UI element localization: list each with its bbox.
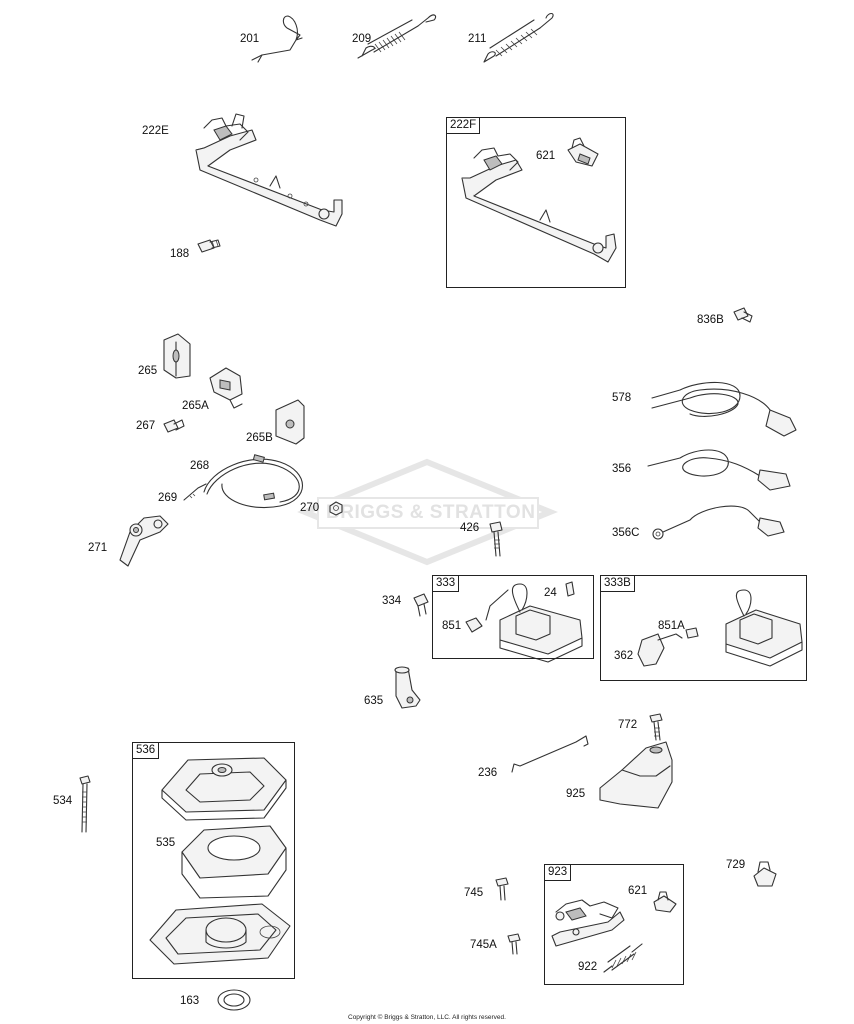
part-188-drawing xyxy=(197,239,221,253)
callout-426: 426 xyxy=(460,522,480,534)
box-536-label: 536 xyxy=(133,743,160,759)
box-536 xyxy=(132,742,295,979)
copyright-notice: Copyright © Briggs & Stratton, LLC. All … xyxy=(348,1014,506,1021)
part-745-drawing xyxy=(495,877,509,901)
part-201-drawing xyxy=(251,15,303,63)
part-222F-drawing xyxy=(461,147,617,263)
callout-267: 267 xyxy=(136,420,156,432)
box-333B xyxy=(600,575,807,681)
callout-534: 534 xyxy=(53,795,73,807)
callout-268: 268 xyxy=(190,460,210,472)
watermark-text: BRIGGS & STRATTON xyxy=(326,502,536,523)
callout-635: 635 xyxy=(364,695,384,707)
callout-209: 209 xyxy=(352,33,372,45)
part-356C-drawing xyxy=(652,505,785,540)
box-333-label: 333 xyxy=(433,576,460,592)
part-356-drawing xyxy=(647,449,791,491)
part-265B-drawing xyxy=(275,399,305,445)
part-426-drawing xyxy=(489,521,503,557)
callout-188: 188 xyxy=(170,248,190,260)
box-923 xyxy=(544,864,684,985)
box-333B-label: 333B xyxy=(601,576,635,592)
part-729-drawing xyxy=(753,861,777,887)
callout-211: 211 xyxy=(468,33,487,45)
box-923-label: 923 xyxy=(545,865,572,881)
part-578-drawing xyxy=(651,381,797,437)
callout-270: 270 xyxy=(300,502,320,514)
part-745A-drawing xyxy=(507,933,521,955)
callout-851: 851 xyxy=(442,620,462,632)
part-267-drawing xyxy=(163,419,185,433)
part-333-drawing xyxy=(465,581,583,663)
callout-851A: 851A xyxy=(658,620,685,632)
callout-745: 745 xyxy=(464,887,484,899)
callout-362: 362 xyxy=(614,650,634,662)
part-621-drawing xyxy=(567,137,599,167)
callout-745A: 745A xyxy=(470,939,497,951)
part-536-cover-drawing xyxy=(161,757,287,821)
part-269-drawing xyxy=(183,483,207,501)
callout-222E: 222E xyxy=(142,125,169,137)
part-211-drawing xyxy=(483,12,554,63)
callout-265: 265 xyxy=(138,365,158,377)
callout-24: 24 xyxy=(544,587,557,599)
part-836B-drawing xyxy=(733,307,753,323)
box-222F xyxy=(446,117,626,288)
callout-236: 236 xyxy=(478,767,498,779)
part-265A-drawing xyxy=(209,367,243,409)
callout-925: 925 xyxy=(566,788,586,800)
callout-922: 922 xyxy=(578,961,598,973)
part-922-drawing xyxy=(603,943,643,973)
part-621-b-drawing xyxy=(653,891,677,913)
part-265-drawing xyxy=(163,333,191,379)
callout-265A: 265A xyxy=(182,400,209,412)
callout-578: 578 xyxy=(612,392,632,404)
callout-356C: 356C xyxy=(612,527,640,539)
callout-772: 772 xyxy=(618,719,638,731)
callout-729: 729 xyxy=(726,859,746,871)
part-923-drawing xyxy=(551,899,625,947)
part-268-drawing xyxy=(203,454,304,509)
box-222F-label: 222F xyxy=(447,118,481,134)
part-635-drawing xyxy=(394,666,421,709)
part-534-drawing xyxy=(79,775,91,833)
part-334-drawing xyxy=(413,593,429,617)
part-163-drawing xyxy=(217,989,251,1011)
part-535-drawing xyxy=(181,825,287,899)
callout-271: 271 xyxy=(88,542,108,554)
callout-621-top: 621 xyxy=(536,150,556,162)
callout-535: 535 xyxy=(156,837,176,849)
part-271-drawing xyxy=(119,515,169,567)
callout-163: 163 xyxy=(180,995,200,1007)
part-222E-drawing xyxy=(195,113,343,227)
part-209-drawing xyxy=(357,14,437,59)
part-270-drawing xyxy=(329,501,343,516)
callout-334: 334 xyxy=(382,595,402,607)
part-333B-drawing xyxy=(637,589,803,667)
part-925-drawing xyxy=(599,741,673,809)
part-772-drawing xyxy=(649,713,663,741)
part-236-drawing xyxy=(511,735,589,773)
callout-201: 201 xyxy=(240,33,260,45)
callout-269: 269 xyxy=(158,492,178,504)
callout-356: 356 xyxy=(612,463,632,475)
callout-265B: 265B xyxy=(246,432,273,444)
part-536-base-drawing xyxy=(149,903,291,965)
box-333 xyxy=(432,575,594,659)
callout-836B: 836B xyxy=(697,314,724,326)
callout-621-bottom: 621 xyxy=(628,885,648,897)
